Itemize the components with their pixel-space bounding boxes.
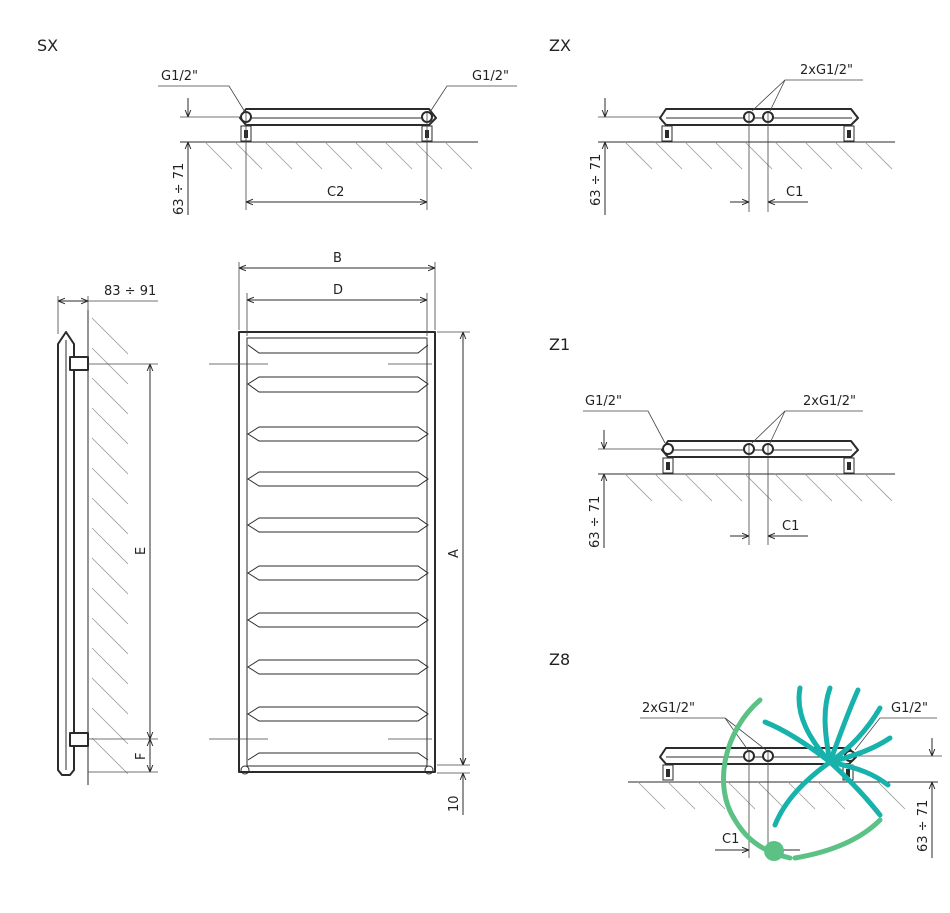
zx-wall-hatch bbox=[624, 141, 893, 170]
front-radiator-frame bbox=[238, 331, 436, 773]
z8-left-conn-label: 2xG1/2" bbox=[642, 701, 695, 716]
side-view: 83 ÷ 91 E F bbox=[57, 284, 158, 785]
brand-logo-watermark bbox=[721, 685, 893, 861]
front-a-label: A bbox=[447, 549, 462, 558]
sx-c2-label: C2 bbox=[327, 185, 344, 200]
z1-right-conn-label: 2xG1/2" bbox=[803, 394, 856, 409]
z1-radiator-bar bbox=[661, 440, 859, 458]
side-e-label: E bbox=[134, 547, 149, 555]
zx-c1-label: C1 bbox=[786, 185, 803, 200]
sx-radiator-bar bbox=[239, 108, 437, 126]
z8-title: Z8 bbox=[549, 650, 570, 669]
zx-conn-label: 2xG1/2" bbox=[800, 63, 853, 78]
front-radiator-bars bbox=[247, 344, 429, 761]
front-b-label: B bbox=[333, 251, 342, 266]
sx-right-conn-label: G1/2" bbox=[472, 69, 509, 84]
z8-view: Z8 2xG1/2" G1/2" C1 63 ÷ 71 bbox=[549, 650, 942, 858]
sx-left-conn-label: G1/2" bbox=[161, 69, 198, 84]
front-d-label: D bbox=[333, 283, 343, 298]
z8-c1-label: C1 bbox=[722, 832, 739, 847]
side-depth-label: 83 ÷ 91 bbox=[104, 284, 156, 299]
side-f-label: F bbox=[134, 753, 149, 760]
z1-c1-label: C1 bbox=[782, 519, 799, 534]
front-view: B D A 10 bbox=[209, 251, 470, 815]
zx-view: ZX 2xG1/2" C1 63 ÷ 71 bbox=[549, 36, 895, 215]
z1-view: Z1 G1/2" 2xG1/2" C1 63 ÷ 71 bbox=[549, 335, 895, 548]
z1-left-connection-icon bbox=[662, 443, 674, 455]
side-bottom-bracket bbox=[69, 732, 89, 747]
z8-height-label: 63 ÷ 71 bbox=[916, 800, 931, 852]
zx-title: ZX bbox=[549, 36, 571, 55]
side-wall-hatch bbox=[91, 317, 129, 775]
z1-title: Z1 bbox=[549, 335, 570, 354]
side-top-bracket bbox=[69, 356, 89, 371]
zx-radiator-bar bbox=[659, 108, 859, 126]
sx-title: SX bbox=[37, 36, 58, 55]
zx-height-label: 63 ÷ 71 bbox=[589, 154, 604, 206]
z1-wall-hatch bbox=[624, 473, 893, 502]
sx-view: SX G1/2" G1/2" C2 bbox=[37, 36, 517, 215]
z8-radiator-bar bbox=[659, 747, 857, 765]
sx-height-label: 63 ÷ 71 bbox=[172, 163, 187, 215]
z8-right-conn-label: G1/2" bbox=[891, 701, 928, 716]
z1-height-label: 63 ÷ 71 bbox=[588, 496, 603, 548]
z1-left-conn-label: G1/2" bbox=[585, 394, 622, 409]
front-bottom-label: 10 bbox=[447, 795, 462, 812]
sx-wall-hatch bbox=[204, 141, 473, 170]
